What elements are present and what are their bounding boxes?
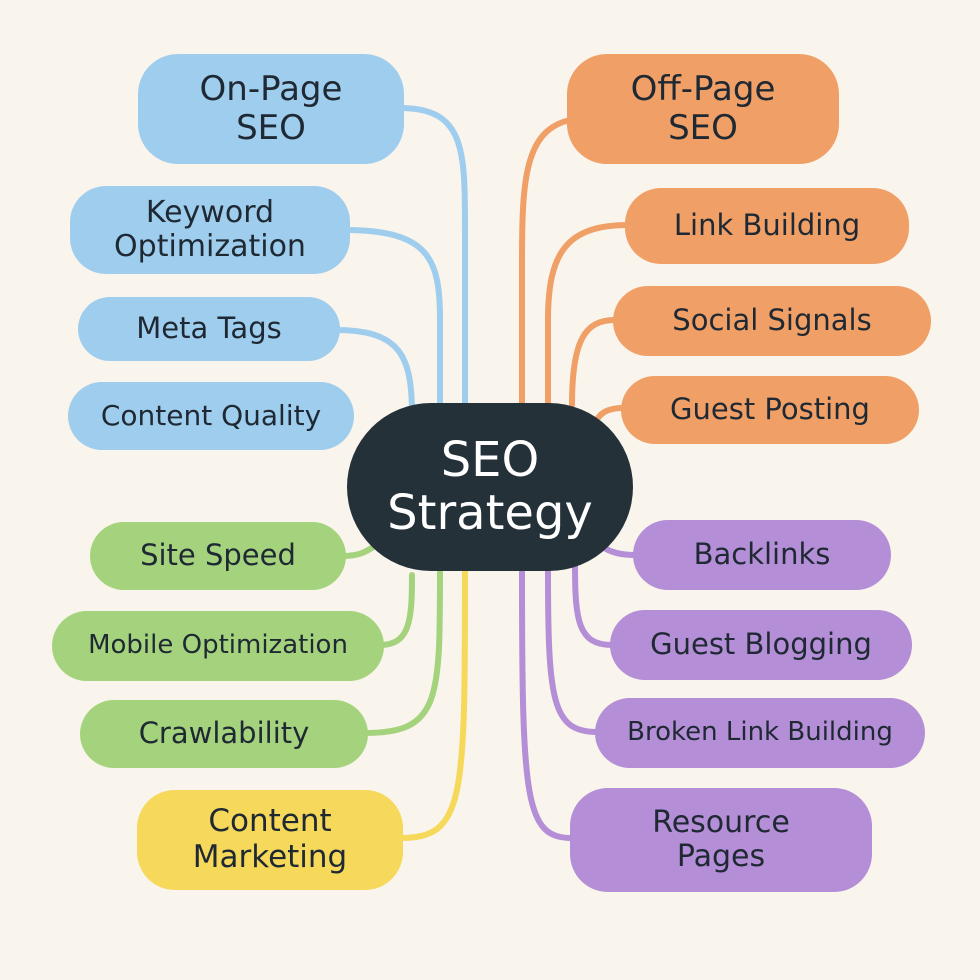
link-guest-posting	[595, 405, 626, 421]
center-title-line2: Strategy	[387, 485, 593, 541]
link-off-page-seo	[519, 117, 573, 408]
broken-link-building-label: Broken Link Building	[627, 717, 893, 748]
link-link-building	[545, 222, 631, 408]
backlinks-label: Backlinks	[693, 537, 831, 572]
node-crawlability[interactable]: Crawlability	[80, 700, 368, 768]
node-social-signals[interactable]: Social Signals	[613, 286, 931, 356]
node-mobile-optimization[interactable]: Mobile Optimization	[52, 611, 384, 681]
resource-pages-line1: Resource	[652, 804, 790, 840]
link-broken-link-building	[545, 569, 600, 735]
resource-pages-line2: Pages	[676, 839, 766, 874]
keyword-line2: Optimization	[114, 229, 306, 264]
social-signals-label: Social Signals	[672, 303, 872, 338]
link-on-page-seo	[397, 105, 468, 423]
node-backlinks[interactable]: Backlinks	[633, 520, 891, 590]
link-crawlability	[362, 567, 443, 736]
link-resource-pages	[519, 569, 575, 841]
link-mobile-optimization	[377, 572, 415, 648]
link-guest-blogging	[572, 562, 615, 648]
keyword-line1: Keyword	[145, 194, 275, 230]
node-keyword-optimization[interactable]: Keyword Optimization	[70, 186, 350, 274]
node-off-page-seo[interactable]: Off-Page SEO	[567, 54, 839, 164]
node-meta-tags[interactable]: Meta Tags	[78, 297, 340, 361]
node-content-quality[interactable]: Content Quality	[68, 382, 354, 450]
on-page-title-line2: SEO	[236, 108, 306, 148]
link-meta-tags	[332, 327, 415, 418]
site-speed-label: Site Speed	[140, 538, 296, 573]
node-on-page-seo[interactable]: On-Page SEO	[138, 54, 404, 164]
guest-blogging-label: Guest Blogging	[650, 627, 872, 662]
off-page-title-line2: SEO	[668, 108, 738, 148]
node-broken-link-building[interactable]: Broken Link Building	[595, 698, 925, 768]
link-keyword-optimization	[342, 227, 443, 423]
off-page-title-line1: Off-Page	[630, 68, 776, 109]
node-resource-pages[interactable]: Resource Pages	[570, 788, 872, 892]
link-content-marketing	[397, 567, 468, 841]
meta-tags-label: Meta Tags	[136, 311, 282, 346]
center-title-line1: SEO	[440, 432, 540, 489]
crawlability-label: Crawlability	[138, 716, 310, 751]
guest-posting-label: Guest Posting	[670, 392, 870, 427]
node-site-speed[interactable]: Site Speed	[90, 522, 346, 590]
link-social-signals	[569, 317, 618, 408]
node-guest-posting[interactable]: Guest Posting	[621, 376, 919, 444]
content-marketing-line1: Content	[208, 803, 332, 840]
on-page-title-line1: On-Page	[199, 68, 343, 109]
node-content-marketing[interactable]: Content Marketing	[137, 790, 403, 890]
content-marketing-line2: Marketing	[192, 839, 348, 875]
content-quality-label: Content Quality	[100, 398, 322, 432]
node-guest-blogging[interactable]: Guest Blogging	[610, 610, 912, 680]
node-link-building[interactable]: Link Building	[625, 188, 909, 264]
center-node-seo-strategy[interactable]: SEO Strategy	[347, 403, 633, 571]
link-building-label: Link Building	[673, 208, 861, 243]
link-backlinks	[600, 544, 638, 558]
mobile-optimization-label: Mobile Optimization	[88, 630, 348, 661]
